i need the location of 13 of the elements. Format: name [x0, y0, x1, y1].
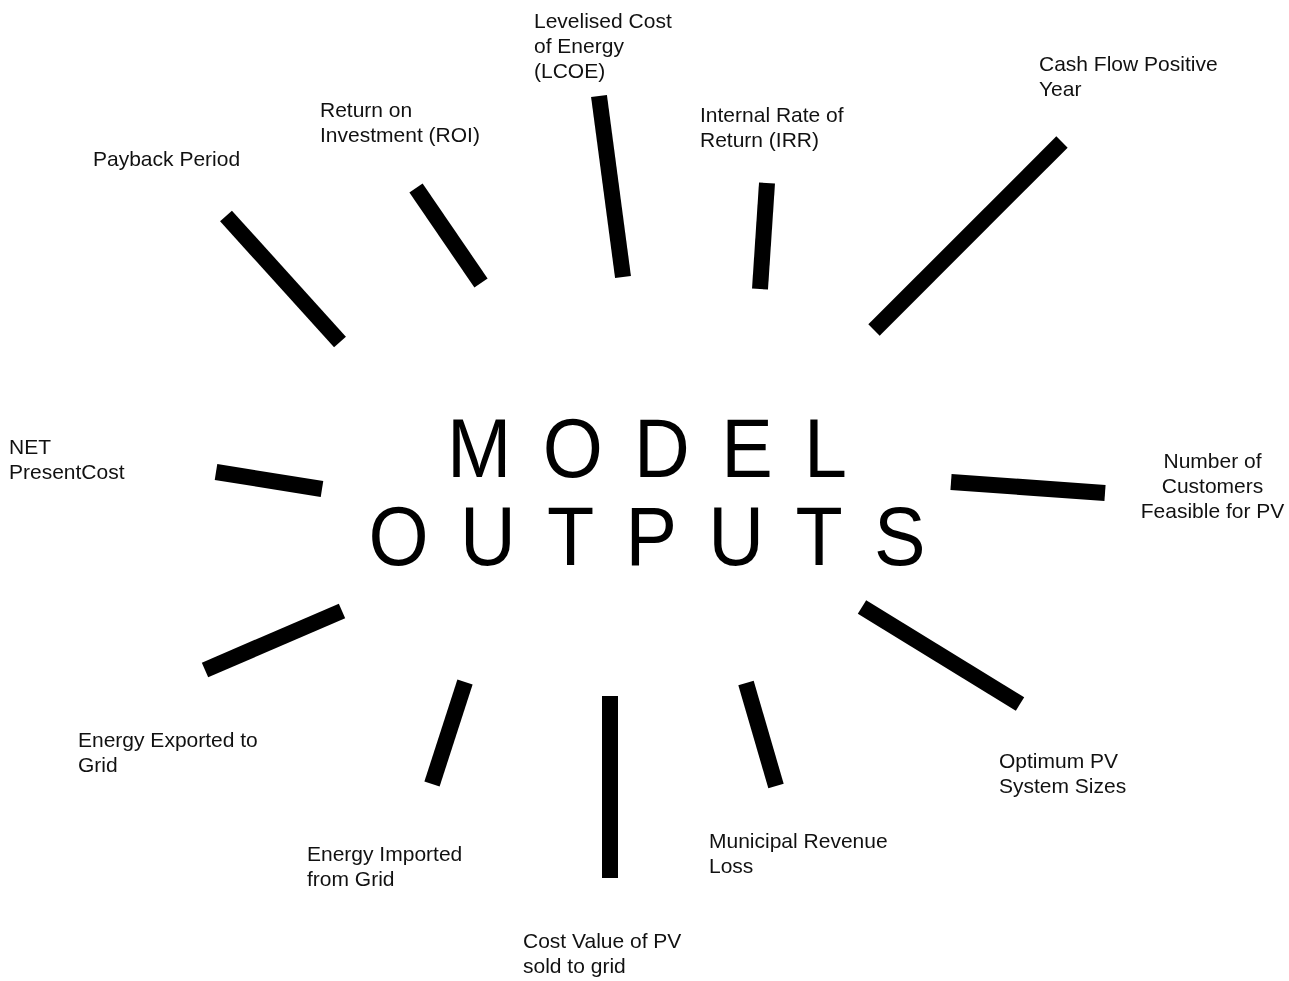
output-label: Payback Period	[93, 146, 242, 171]
output-label: Energy Exported to Grid	[78, 727, 259, 777]
output-label: NET PresentCost	[9, 434, 126, 484]
output-label: Energy Imported from Grid	[307, 841, 464, 891]
output-label: Return on Investment (ROI)	[320, 97, 481, 147]
output-label: Levelised Cost of Energy (LCOE)	[534, 8, 673, 83]
center-title: MODEL OUTPUTS	[367, 404, 958, 580]
output-label: Number of Customers Feasible for PV	[1140, 448, 1285, 523]
output-label: Municipal Revenue Loss	[709, 828, 889, 878]
output-label: Cash Flow Positive Year	[1039, 51, 1219, 101]
output-label: Internal Rate of Return (IRR)	[700, 102, 845, 152]
output-label: Cost Value of PV sold to grid	[523, 928, 683, 978]
output-label: Optimum PV System Sizes	[999, 748, 1128, 798]
